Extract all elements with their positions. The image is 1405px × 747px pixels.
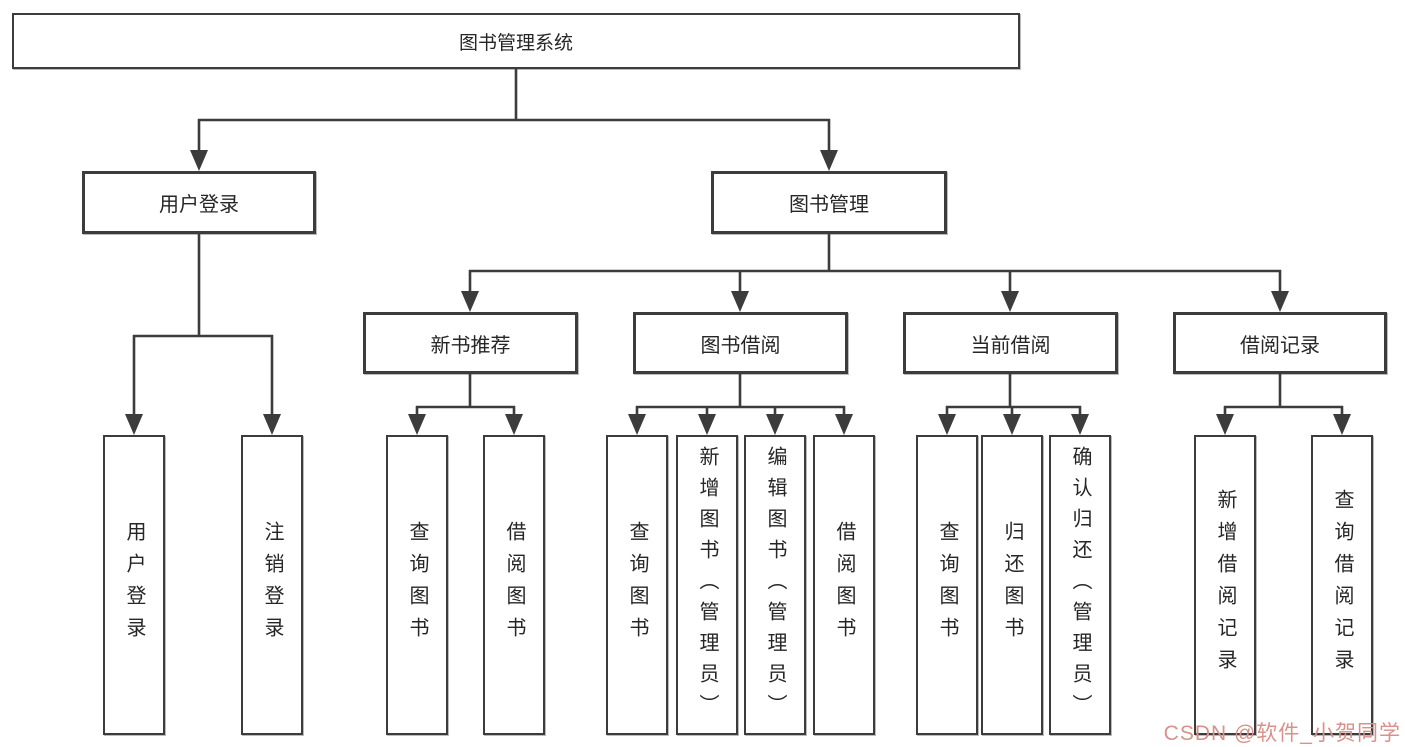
node-book-management: 图书管理 [711,171,947,234]
leaf-add-borrow-record-label: 新增借阅记录 [1214,489,1236,681]
leaf-query-books-borrowing: 查询图书 [606,435,668,735]
leaf-query-books-recommend-label: 查询图书 [406,521,428,649]
leaf-borrow-books: 借阅图书 [813,435,875,735]
leaf-logout-label: 注销登录 [261,521,283,649]
leaf-return-books: 归还图书 [981,435,1043,735]
leaf-query-borrow-record-label: 查询借阅记录 [1331,489,1353,681]
node-user-login: 用户登录 [82,171,316,234]
leaf-query-books-current-label: 查询图书 [936,521,958,649]
leaf-confirm-return-admin: 确认归还（管理员） [1049,435,1111,735]
arrowheads [125,150,1351,435]
node-current-borrowing: 当前借阅 [903,312,1118,374]
leaf-add-books-admin: 新增图书（管理员） [676,435,738,735]
leaf-confirm-return-admin-label: 确认归还（管理员） [1069,445,1091,725]
leaf-borrow-books-recommend-label: 借阅图书 [503,521,525,649]
leaf-add-borrow-record: 新增借阅记录 [1194,435,1256,735]
node-library-management-system: 图书管理系统 [12,13,1020,69]
leaf-edit-books-admin-label: 编辑图书（管理员） [764,445,786,725]
leaf-user-login-label: 用户登录 [123,521,145,649]
leaf-query-borrow-record: 查询借阅记录 [1311,435,1373,735]
leaf-user-login: 用户登录 [103,435,165,735]
leaf-borrow-books-recommend: 借阅图书 [483,435,545,735]
leaf-query-books-current: 查询图书 [916,435,978,735]
node-borrowing-records: 借阅记录 [1173,312,1387,374]
node-book-borrowing: 图书借阅 [633,312,848,374]
leaf-edit-books-admin: 编辑图书（管理员） [744,435,806,735]
leaf-add-books-admin-label: 新增图书（管理员） [696,445,718,725]
node-new-book-recommendation: 新书推荐 [363,312,578,374]
leaf-query-books-borrowing-label: 查询图书 [626,521,648,649]
leaf-logout: 注销登录 [241,435,303,735]
leaf-borrow-books-label: 借阅图书 [833,521,855,649]
leaf-query-books-recommend: 查询图书 [386,435,448,735]
leaf-return-books-label: 归还图书 [1001,521,1023,649]
watermark: CSDN @软件_小贺同学 [1163,722,1401,745]
